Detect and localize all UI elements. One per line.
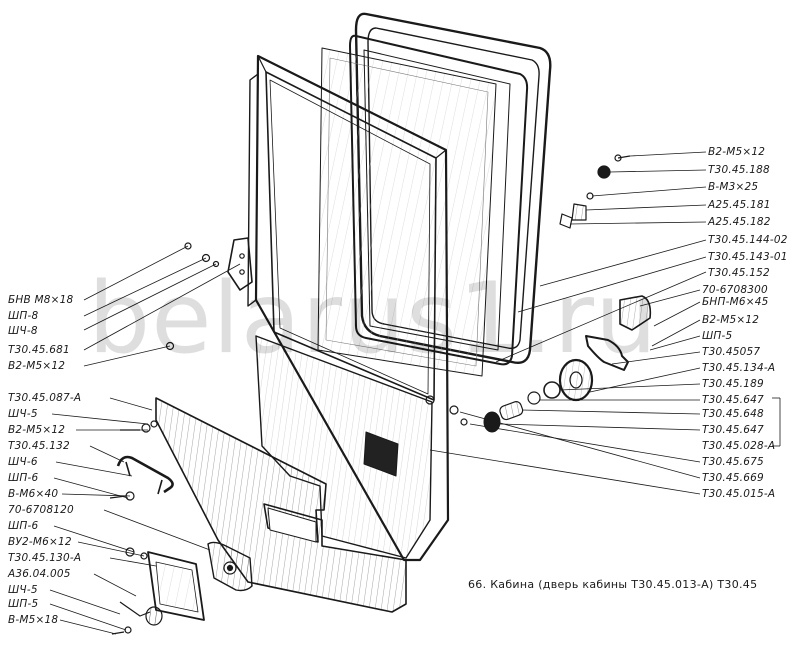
part-label-left-17: А36.04.005	[8, 568, 71, 580]
part-label-right-14: Т30.45.134-А	[702, 362, 776, 374]
part-label-left-13: 70-6708120	[8, 504, 74, 516]
part-label-right-4: А25.45.181	[708, 199, 771, 211]
fasteners-bottom-left	[109, 420, 163, 635]
part-label-right-5: А25.45.182	[708, 216, 771, 228]
part-label-right-16: Т30.45.647	[702, 394, 764, 406]
part-label-left-5: В2-М5×12	[8, 360, 66, 372]
inner-handle	[116, 455, 174, 495]
part-label-right-7: Т30.45.143-01	[708, 251, 788, 263]
part-label-left-20: В-М5×18	[8, 614, 59, 626]
part-label-left-6: Т30.45.087-А	[8, 392, 82, 404]
window-seal-inner	[349, 34, 529, 366]
part-label-right-13: Т30.45057	[702, 346, 761, 358]
part-label-right-19: Т30.45.028-А	[702, 440, 776, 452]
part-label-right-6: Т30.45.144-02	[708, 234, 788, 246]
part-label-right-12: ШП-5	[702, 330, 733, 342]
part-label-right-3: В-М3×25	[708, 181, 759, 193]
part-label-left-2: ШП-8	[8, 310, 39, 322]
part-label-left-8: В2-М5×12	[8, 424, 66, 436]
window-seal-outer	[354, 12, 552, 364]
watermark: belarus1.ru	[88, 262, 659, 376]
part-label-left-15: ВУ2-М6×12	[8, 536, 72, 548]
part-label-right-17: Т30.45.648	[702, 408, 764, 420]
part-label-right-18: Т30.45.647	[702, 424, 764, 436]
door-frame	[247, 54, 450, 562]
part-label-right-9: 70-6708300	[702, 284, 768, 296]
leader-lines-left	[49, 245, 241, 635]
part-label-left-14: ШП-6	[8, 520, 39, 532]
part-label-left-3: ШЧ-8	[8, 325, 38, 337]
hinge-bracket	[165, 237, 253, 351]
part-label-right-11: В2-М5×12	[702, 314, 760, 326]
part-label-right-2: Т30.45.188	[708, 164, 770, 176]
part-label-right-1: В2-М5×12	[708, 146, 766, 158]
lock-plate	[147, 541, 253, 621]
part-label-left-9: Т30.45.132	[8, 440, 70, 452]
part-label-right-8: Т30.45.152	[708, 267, 770, 279]
part-label-left-1: БНВ М8×18	[8, 294, 74, 306]
part-label-right-21: Т30.45.669	[702, 472, 764, 484]
part-label-right-22: Т30.45.015-А	[702, 488, 776, 500]
part-label-left-7: ШЧ-5	[8, 408, 38, 420]
part-label-left-10: ШЧ-6	[8, 456, 38, 468]
part-label-left-4: Т30.45.681	[8, 344, 70, 356]
part-label-right-20: Т30.45.675	[702, 456, 764, 468]
fasteners-top-right	[559, 154, 631, 229]
part-label-left-19: ШП-5	[8, 598, 39, 610]
figure-caption: 66. Кабина (дверь кабины Т30.45.013-А) Т…	[468, 578, 758, 591]
part-label-left-11: ШП-6	[8, 472, 39, 484]
part-label-left-16: Т30.45.130-А	[8, 552, 82, 564]
window-glass	[317, 47, 497, 377]
outer-handle-assembly	[449, 295, 652, 433]
part-label-right-15: Т30.45.189	[702, 378, 764, 390]
part-label-right-10: БНП-М6×45	[702, 296, 769, 308]
leader-lines-right	[429, 151, 781, 495]
part-label-left-12: В-М6×40	[8, 488, 59, 500]
part-label-left-18: ШЧ-5	[8, 584, 38, 596]
